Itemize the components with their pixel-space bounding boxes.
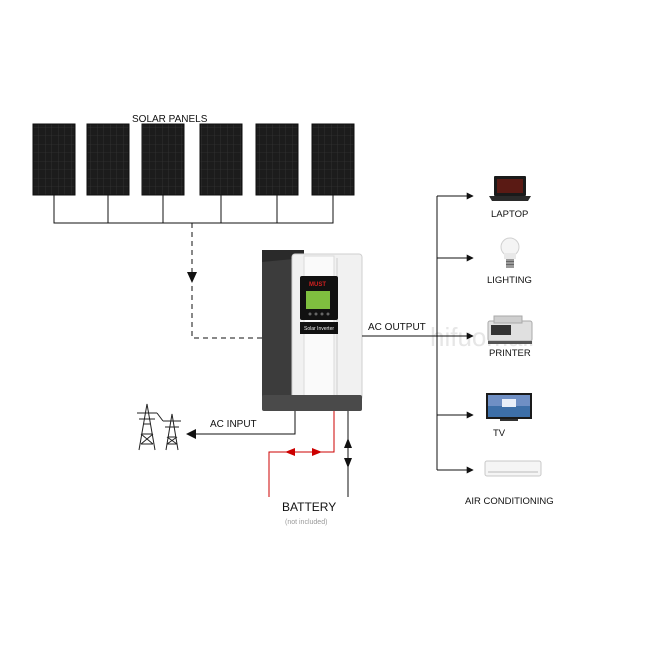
battery-negative-arrow bbox=[344, 458, 352, 468]
inverter-brand-logo: MUST bbox=[309, 282, 326, 288]
ac-input-wiring bbox=[187, 411, 296, 435]
battery-label: BATTERY bbox=[282, 500, 336, 514]
battery-positive-arrow bbox=[285, 448, 295, 456]
inverter-model-text: Solar Inverter bbox=[304, 326, 334, 332]
solar-panel bbox=[311, 123, 355, 196]
ac-output-wiring bbox=[362, 196, 438, 470]
battery-positive-arrow bbox=[312, 448, 322, 456]
laptop-icon bbox=[489, 176, 531, 201]
load-label: LAPTOP bbox=[491, 209, 528, 220]
load-label: AIR CONDITIONING bbox=[465, 496, 554, 507]
load-label: PRINTER bbox=[489, 348, 531, 359]
solar-panel-array bbox=[32, 123, 355, 196]
air-conditioner-icon bbox=[484, 460, 542, 477]
solar-panel bbox=[32, 123, 76, 196]
printer-icon bbox=[487, 315, 533, 344]
panel-wiring bbox=[53, 195, 334, 224]
load-arrows bbox=[437, 192, 474, 474]
light-bulb-icon bbox=[500, 237, 520, 268]
transmission-tower-icon bbox=[137, 403, 181, 451]
solar-panel bbox=[141, 123, 185, 196]
solar-panel bbox=[86, 123, 130, 196]
battery-negative-arrow bbox=[344, 438, 352, 448]
battery-note: (not included) bbox=[285, 519, 327, 526]
pv-arrow bbox=[187, 272, 197, 283]
battery-wiring bbox=[268, 411, 349, 497]
pv-input-dashed-line bbox=[191, 223, 262, 339]
ac-output-label: AC OUTPUT bbox=[368, 322, 426, 333]
load-label: TV bbox=[493, 428, 506, 439]
tv-icon bbox=[486, 393, 532, 421]
inverter-lcd-screen bbox=[306, 291, 330, 309]
load-label: LIGHTING bbox=[487, 275, 532, 286]
solar-panels-label: SOLAR PANELS bbox=[132, 114, 208, 125]
solar-inverter: MUST Solar Inverter bbox=[262, 250, 363, 411]
solar-panel bbox=[255, 123, 299, 196]
ac-input-arrow bbox=[186, 429, 196, 439]
solar-panel bbox=[199, 123, 243, 196]
ac-input-label: AC INPUT bbox=[210, 419, 257, 430]
